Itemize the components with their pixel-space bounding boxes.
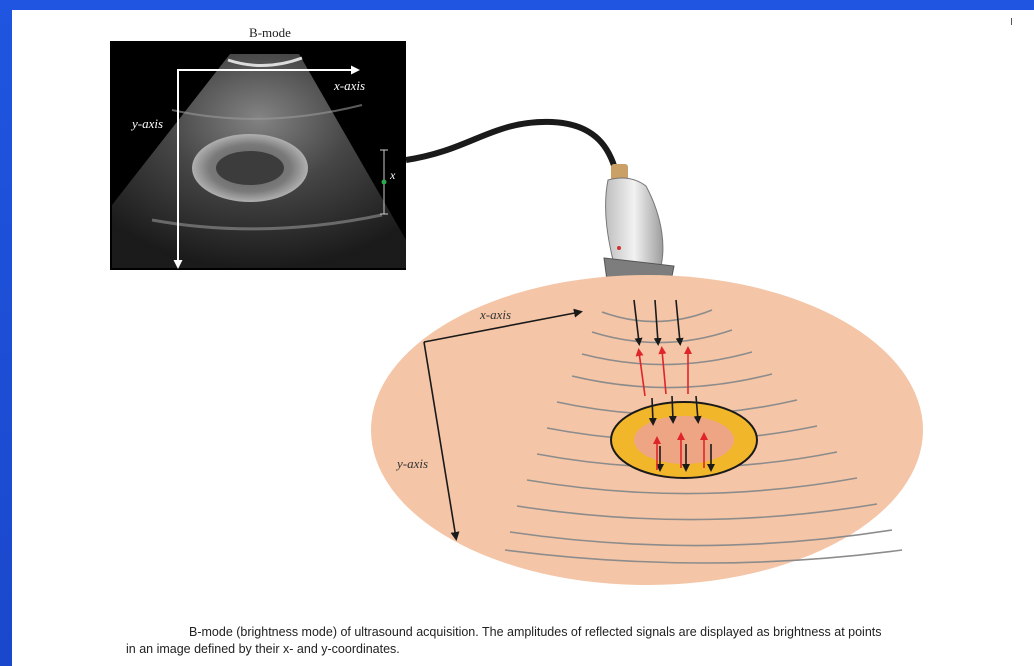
bmode-image-panel: B-mode x-axis y-axis x [110, 25, 406, 270]
figure-caption: B-mode (brightness mode) of ultrasound a… [126, 624, 1016, 658]
caption-line-2: in an image defined by their x- and y-co… [126, 641, 1016, 658]
body-x-axis-label: x-axis [479, 307, 511, 322]
left-blue-bar [0, 0, 12, 666]
bmode-diagram: B-mode x-axis y-axis x [12, 10, 1034, 610]
body-y-axis-label: y-axis [395, 456, 428, 471]
caption-line-1: B-mode (brightness mode) of ultrasound a… [126, 624, 1016, 641]
probe-cable [406, 122, 616, 172]
bmode-title: B-mode [249, 25, 291, 40]
image-x-axis-label: x-axis [333, 78, 365, 93]
image-y-axis-label: y-axis [130, 116, 163, 131]
lesion [611, 402, 757, 478]
top-blue-bar [0, 0, 1034, 10]
image-x-marker: x [389, 168, 396, 182]
slide-canvas: B-mode x-axis y-axis x [12, 10, 1034, 666]
